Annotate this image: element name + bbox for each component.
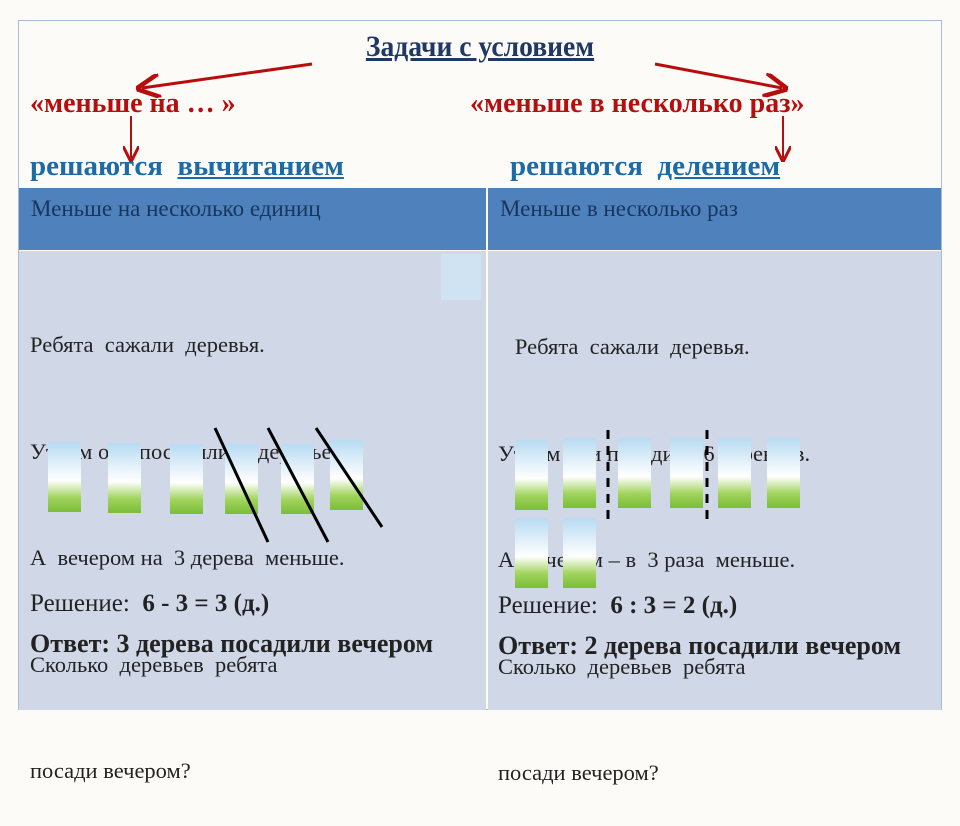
- tree-icon: [718, 438, 751, 508]
- solution-expression: 6 - 3 = 3 (д.): [142, 590, 270, 617]
- solve-right: решаются делением: [510, 150, 780, 183]
- tree-icon: [515, 518, 548, 588]
- solve-method: вычитанием: [177, 150, 344, 182]
- tree-icon: [563, 518, 596, 588]
- strike-line: [213, 427, 270, 543]
- problem-line: посади вечером?: [30, 758, 191, 783]
- branch-right: «меньше в несколько раз»: [470, 88, 805, 119]
- solution-label: Решение:: [498, 592, 598, 619]
- gardener-picture: [441, 254, 481, 300]
- solution-label: Решение:: [30, 590, 130, 617]
- strike-line: [314, 427, 384, 528]
- arrows-overlay: [0, 62, 960, 543]
- answer-left: Ответ: 3 дерева посадили вечером: [30, 629, 434, 658]
- slide-title: Задачи с условием: [365, 30, 595, 63]
- strike-line: [266, 427, 330, 543]
- problem-line: Ребята сажали деревья.: [30, 332, 265, 357]
- problem-line: Сколько деревьев ребята: [498, 653, 746, 679]
- tree-icon: [670, 438, 703, 508]
- solution-right: Решение: 6 : 3 = 2 (д.): [498, 592, 737, 620]
- branch-left: «меньше на … »: [30, 88, 236, 119]
- solve-prefix: решаются: [30, 150, 163, 182]
- arrow-left: [142, 62, 313, 88]
- tree-icon: [563, 438, 596, 508]
- tree-icon: [767, 438, 800, 508]
- tree-icon: [225, 444, 258, 514]
- problem-line: А вечером на 3 дерева меньше.: [30, 545, 345, 570]
- tree-icon: [170, 444, 203, 514]
- problem-line: Сколько деревьев ребята: [30, 651, 278, 677]
- answer-right: Ответ: 2 дерева посадили вечером: [498, 631, 902, 660]
- solve-method: делением: [657, 150, 781, 182]
- header-cell-left: Меньше на несколько единиц: [19, 188, 486, 250]
- tree-icon: [618, 438, 651, 508]
- solution-left: Решение: 6 - 3 = 3 (д.): [30, 590, 269, 618]
- solve-prefix: решаются: [510, 150, 643, 182]
- header-cell-right: Меньше в несколько раз: [488, 188, 941, 250]
- tree-icon: [108, 443, 141, 513]
- tree-icon: [48, 442, 81, 512]
- problem-line: посади вечером?: [498, 760, 659, 785]
- solution-expression: 6 : 3 = 2 (д.): [610, 592, 738, 619]
- tree-icon: [515, 440, 548, 510]
- arrow-right: [654, 62, 782, 88]
- solve-left: решаются вычитанием: [30, 150, 344, 183]
- problem-line: Ребята сажали деревья.: [498, 334, 750, 359]
